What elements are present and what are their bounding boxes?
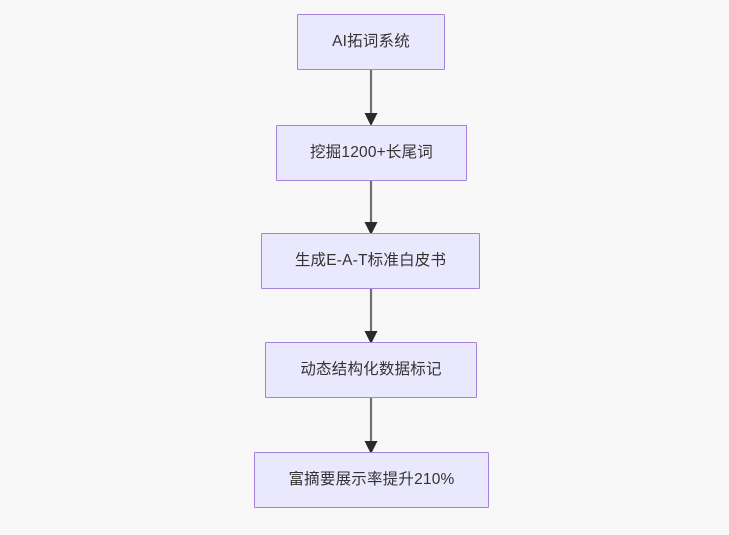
flow-node-mine-longtail-keywords[interactable]: 挖掘1200+长尾词 [276,125,467,181]
flow-node-dynamic-structured-data-markup[interactable]: 动态结构化数据标记 [265,342,477,398]
flow-node-label: AI拓词系统 [332,32,410,50]
flow-node-label: 富摘要展示率提升210% [288,470,455,488]
flow-node-label: 动态结构化数据标记 [300,360,442,378]
flow-node-rich-snippet-rate-increase[interactable]: 富摘要展示率提升210% [254,452,489,508]
flow-node-label: 挖掘1200+长尾词 [309,143,434,161]
flow-node-label: 生成E-A-T标准白皮书 [294,251,447,269]
flow-edge-n4-n5 [360,396,382,456]
flow-edge-n1-n2 [360,68,382,128]
flow-node-generate-eat-whitepaper[interactable]: 生成E-A-T标准白皮书 [261,233,480,289]
flow-node-ai-keyword-system[interactable]: AI拓词系统 [297,14,445,70]
flow-edge-n2-n3 [360,179,382,237]
flow-edge-n3-n4 [360,287,382,346]
